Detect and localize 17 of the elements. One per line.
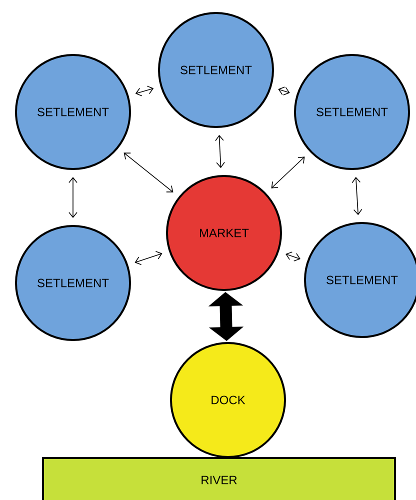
- arrow: [286, 252, 300, 262]
- arrow: [124, 152, 174, 192]
- arrow: [278, 86, 290, 96]
- circle-node: DOCK: [170, 342, 286, 458]
- arrow: [135, 86, 154, 96]
- arrow: [134, 251, 162, 265]
- arrow: [68, 177, 78, 218]
- circle-node: SETLEMENT: [304, 222, 416, 338]
- circle-node: SETLEMENT: [294, 54, 410, 170]
- arrow: [215, 134, 225, 168]
- arrow: [271, 156, 305, 188]
- circle-node: SETLEMENT: [15, 54, 131, 170]
- arrow: [352, 176, 362, 216]
- circle-node: MARKET: [166, 175, 282, 291]
- band-box: RIVER: [42, 457, 396, 500]
- circle-node: SETLEMENT: [15, 225, 131, 341]
- circle-node: SETLEMENT: [158, 12, 274, 128]
